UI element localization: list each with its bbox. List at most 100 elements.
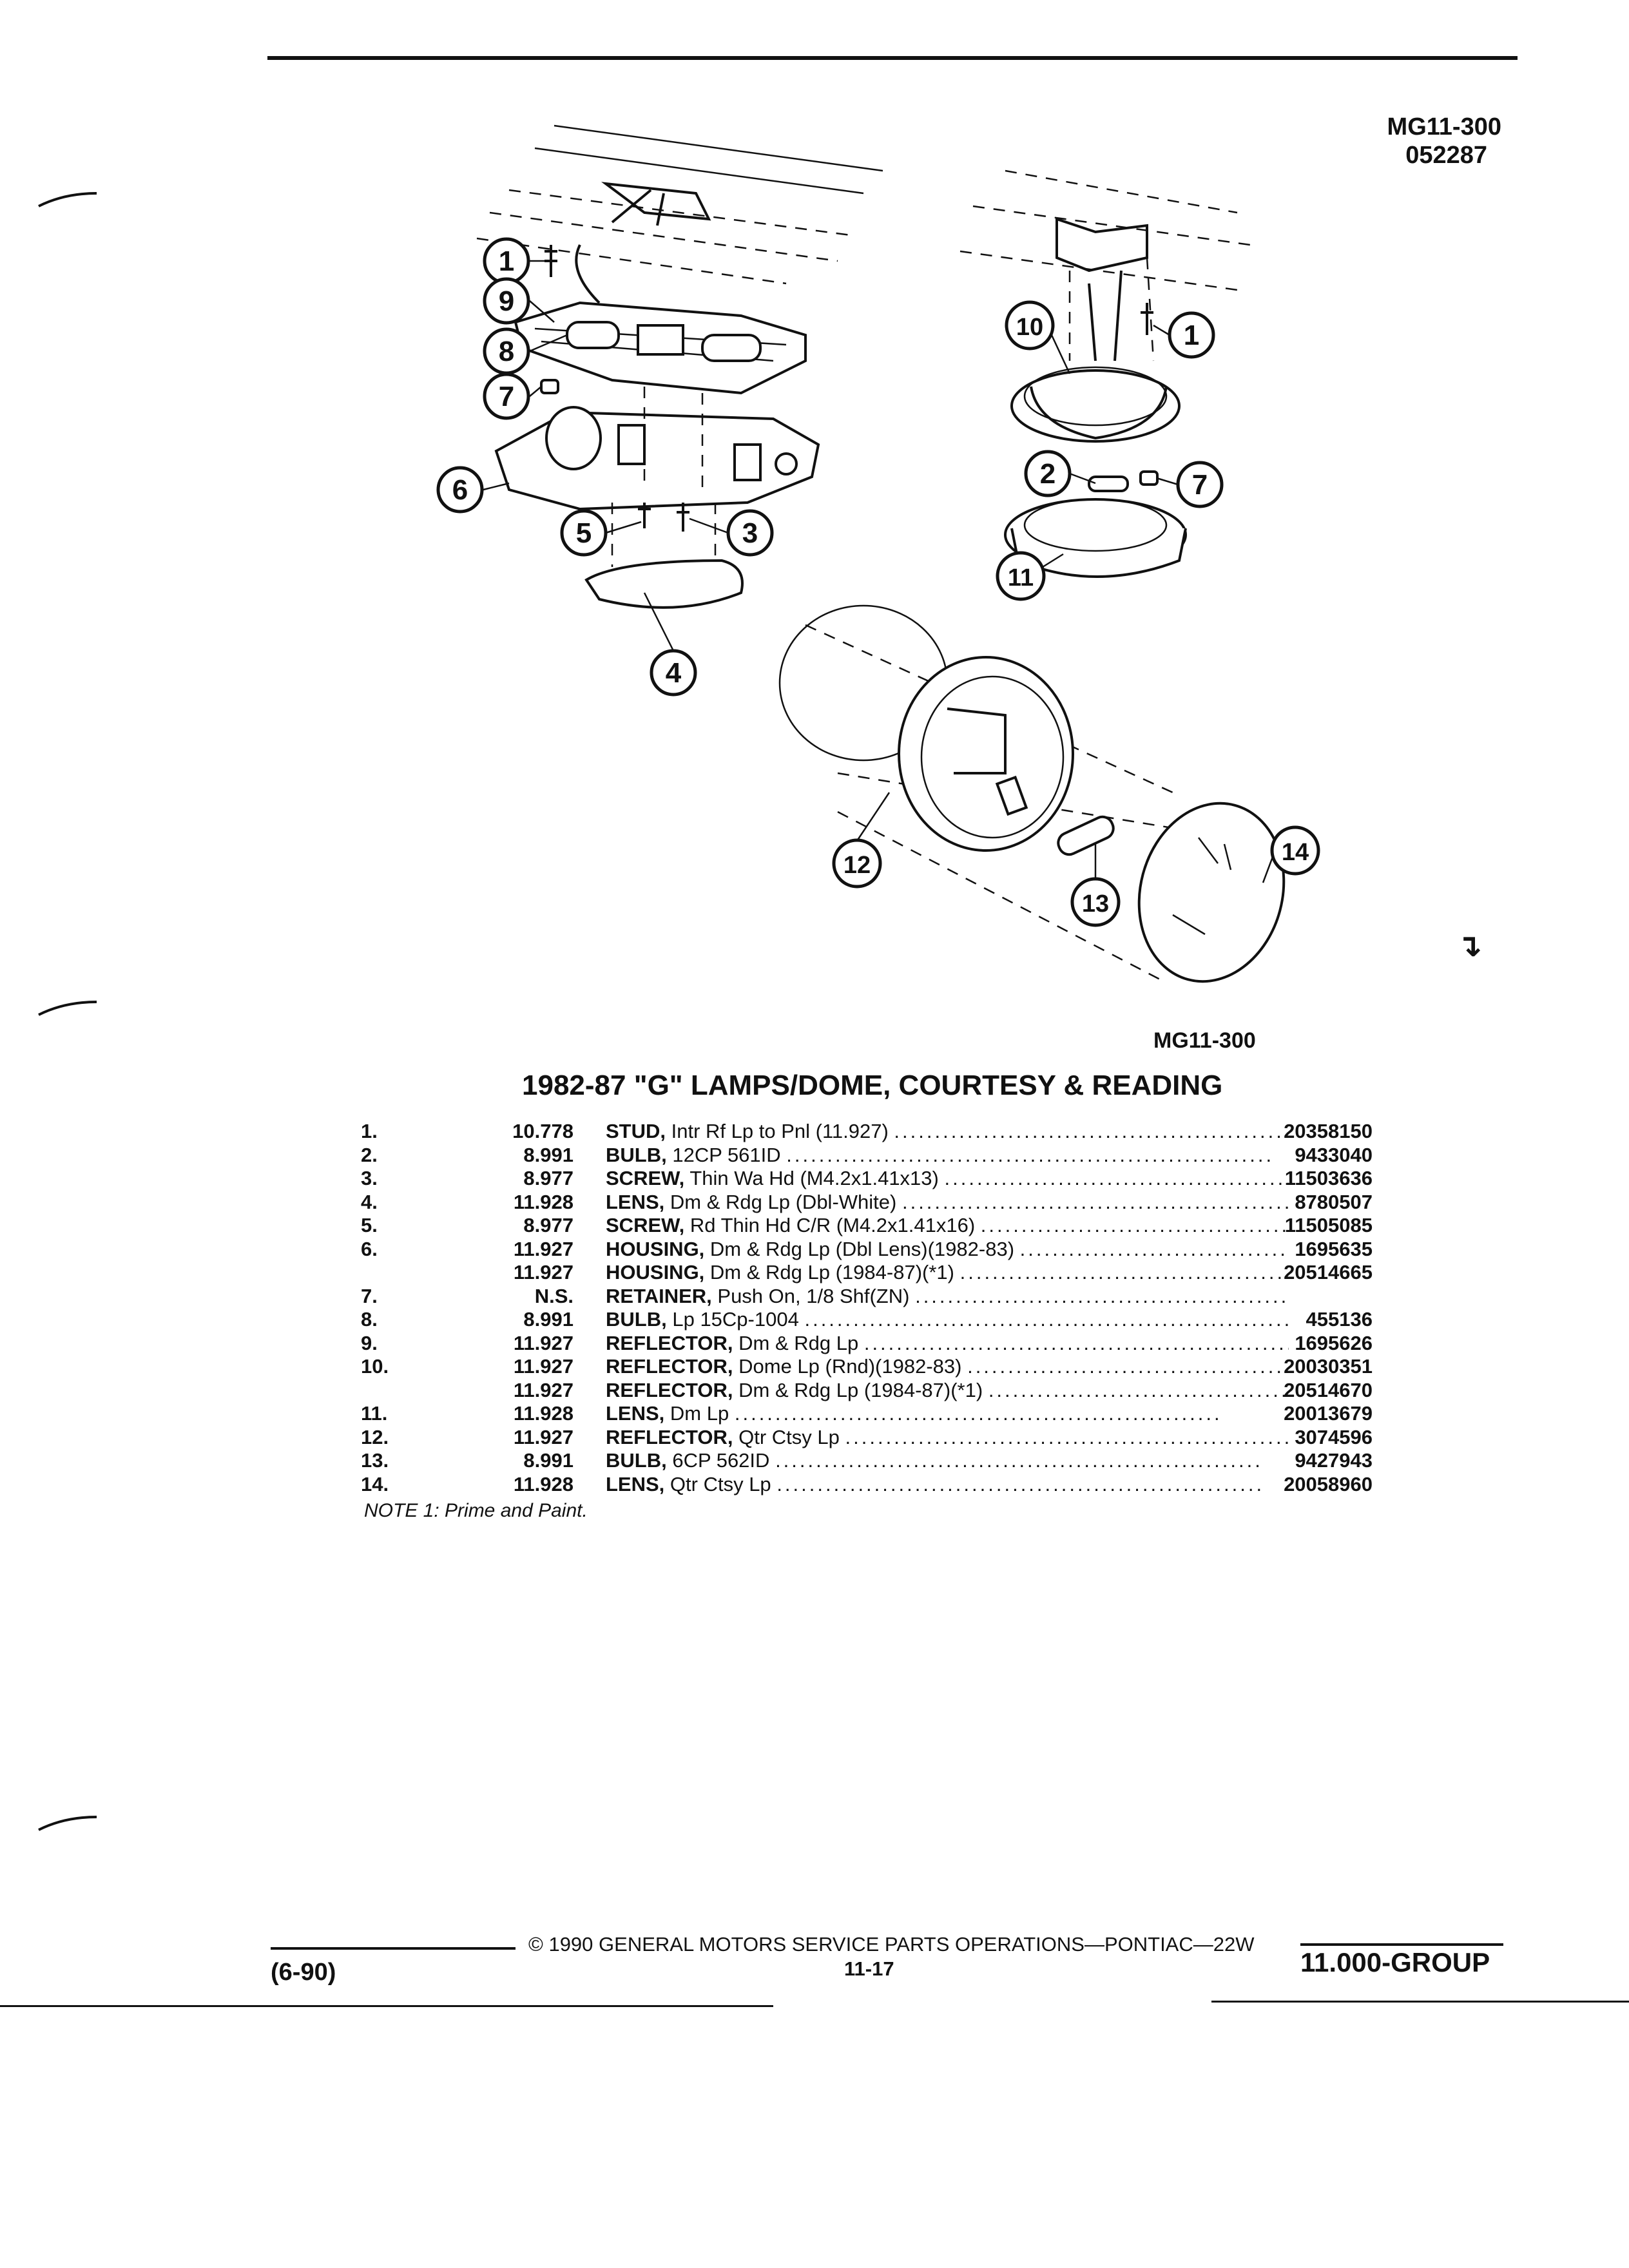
svg-text:3: 3 <box>742 517 758 549</box>
footer-rule-right <box>1300 1943 1503 1946</box>
roof-panel-right <box>959 169 1251 291</box>
table-title: 1982-87 "G" LAMPS/DOME, COURTESY & READI… <box>522 1070 1223 1101</box>
footer-copyright: © 1990 GENERAL MOTORS SERVICE PARTS OPER… <box>528 1933 1255 1956</box>
svg-text:10: 10 <box>1016 314 1043 341</box>
callout-7-right: 7 <box>1176 461 1224 508</box>
svg-text:14: 14 <box>1282 839 1309 866</box>
item-number: 5. <box>361 1214 378 1236</box>
part-name: HOUSING, <box>606 1237 705 1260</box>
callout-6: 6 <box>436 466 484 514</box>
part-detail: Dm & Rdg Lp (Dbl Lens)(1982-83) <box>709 1237 1015 1260</box>
part-name: RETAINER, <box>606 1284 712 1307</box>
group-number: 11.928 <box>513 1472 574 1495</box>
item-number: 2. <box>361 1143 378 1166</box>
part-description: RETAINER, Push On, 1/8 Shf(ZN) .........… <box>606 1285 1289 1308</box>
group-number: 8.991 <box>523 1449 574 1472</box>
part-name: BULB, <box>606 1143 667 1166</box>
callout-11: 11 <box>996 551 1046 601</box>
group-number: 11.927 <box>513 1331 574 1354</box>
part-number: 20013679 <box>1284 1402 1373 1425</box>
reflector-10 <box>1010 257 1181 443</box>
housing-6 <box>494 387 820 511</box>
part-detail: Qtr Ctsy Lp <box>738 1425 840 1448</box>
leader-dots: ........................................… <box>786 1143 1275 1166</box>
svg-text:5: 5 <box>576 517 592 549</box>
item-number: 11. <box>361 1402 388 1425</box>
leader-dots: ........................................… <box>967 1355 1289 1378</box>
part-name: SCREW, <box>606 1214 685 1236</box>
item-number: 1. <box>361 1120 378 1142</box>
part-description: REFLECTOR, Dome Lp (Rnd)(1982-83) ......… <box>606 1355 1289 1378</box>
part-number: 20514670 <box>1284 1378 1373 1401</box>
part-description: REFLECTOR, Dm & Rdg Lp (1984-87)(*1) ...… <box>606 1379 1289 1402</box>
part-description: STUD, Intr Rf Lp to Pnl (11.927) .......… <box>606 1120 1289 1143</box>
svg-text:9: 9 <box>499 285 514 317</box>
diagram-label: MG11-300 <box>1153 1028 1256 1053</box>
stud-1-right <box>1141 303 1153 335</box>
item-number: 12. <box>361 1425 389 1448</box>
svg-text:6: 6 <box>452 474 468 506</box>
lens-14 <box>1137 802 1286 983</box>
leader-dots: ........................................… <box>959 1261 1289 1283</box>
group-number: 11.928 <box>513 1402 574 1425</box>
bottom-rule-left <box>0 2005 773 2007</box>
part-detail: 12CP 561ID <box>672 1143 781 1166</box>
callout-13: 13 <box>1070 877 1121 927</box>
part-description: LENS, Qtr Ctsy Lp ......................… <box>606 1473 1289 1496</box>
part-number: 9427943 <box>1295 1449 1373 1472</box>
item-number: 13. <box>361 1449 389 1472</box>
part-detail: Dm & Rdg Lp <box>738 1331 859 1354</box>
part-detail: 6CP 562ID <box>672 1449 770 1472</box>
part-description: SCREW, Rd Thin Hd C/R (M4.2x1.41x16) ...… <box>606 1214 1289 1237</box>
callout-12: 12 <box>832 838 882 889</box>
scanner-mark-glyph: ↴ <box>1456 929 1483 963</box>
part-detail: Dome Lp (Rnd)(1982-83) <box>738 1355 962 1378</box>
part-name: REFLECTOR, <box>606 1331 733 1354</box>
item-number: 7. <box>361 1284 378 1307</box>
part-detail: Thin Wa Hd (M4.2x1.41x13) <box>689 1167 939 1189</box>
callout-9: 9 <box>483 277 530 325</box>
part-name: BULB, <box>606 1308 667 1331</box>
part-number: 3074596 <box>1295 1425 1373 1448</box>
doc-date: 052287 <box>1405 142 1487 169</box>
part-name: LENS, <box>606 1472 665 1495</box>
group-number: N.S. <box>534 1284 574 1307</box>
top-rule <box>267 56 1518 60</box>
item-number: 4. <box>361 1190 378 1213</box>
part-number: 9433040 <box>1295 1143 1373 1166</box>
screws-3-5 <box>638 503 689 532</box>
callout-1-right: 1 <box>1168 311 1215 359</box>
roof-panel-left <box>476 124 883 285</box>
group-number: 8.991 <box>523 1308 574 1331</box>
part-name: LENS, <box>606 1190 665 1213</box>
item-number: 3. <box>361 1167 378 1189</box>
lens-11 <box>1004 498 1187 578</box>
callout-2: 2 <box>1024 450 1072 497</box>
svg-text:2: 2 <box>1040 458 1055 490</box>
svg-text:11: 11 <box>1008 564 1034 591</box>
part-number: 11505085 <box>1284 1214 1373 1236</box>
parts-row: 2. 8.991 BULB, 12CP 561ID ................… <box>361 1144 1392 1168</box>
part-number: 8780507 <box>1295 1190 1373 1213</box>
parts-row: 7. N.S. RETAINER, Push On, 1/8 Shf(ZN) ...… <box>361 1285 1392 1309</box>
part-number: 20030351 <box>1284 1355 1373 1378</box>
part-detail: Dm & Rdg Lp (1984-87)(*1) <box>738 1378 983 1401</box>
group-number: 8.991 <box>523 1143 574 1166</box>
svg-text:12: 12 <box>843 852 871 879</box>
part-detail: Dm & Rdg Lp (1984-87)(*1) <box>709 1261 954 1283</box>
part-description: HOUSING, Dm & Rdg Lp (1984-87)(*1) .....… <box>606 1261 1289 1284</box>
doc-code: MG11-300 <box>1387 113 1501 140</box>
part-name: SCREW, <box>606 1167 685 1189</box>
callout-1-left: 1 <box>483 237 530 285</box>
leader-dots: ........................................… <box>804 1308 1289 1331</box>
group-number: 8.977 <box>523 1167 574 1189</box>
svg-text:1: 1 <box>1184 320 1199 351</box>
leader-dots: ........................................… <box>988 1378 1289 1401</box>
item-number: 10. <box>361 1355 389 1378</box>
footer-page: 11-17 <box>844 1957 894 1980</box>
part-detail: Intr Rf Lp to Pnl (11.927) <box>671 1120 889 1142</box>
